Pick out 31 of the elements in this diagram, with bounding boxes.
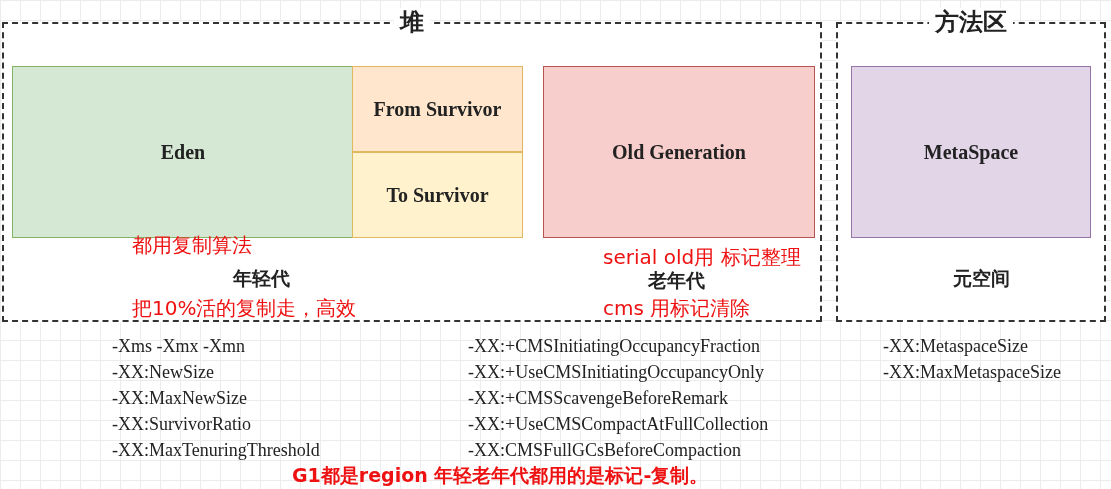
jvm-parameter: -XX:NewSize <box>112 362 214 383</box>
jvm-parameter: -XX:MaxMetaspaceSize <box>883 362 1061 383</box>
memory-area-box <box>543 66 815 238</box>
jvm-parameter: -XX:CMSFullGCsBeforeCompaction <box>468 440 741 461</box>
memory-area-box <box>352 152 523 238</box>
area-caption: 老年代 <box>648 268 705 293</box>
area-caption: 元空间 <box>953 266 1010 291</box>
region-title: 方法区 <box>929 8 1013 36</box>
area-name: To Survivor <box>386 183 489 207</box>
annotation: serial old用 标记整理 <box>603 244 801 271</box>
jvm-parameter: -XX:+CMSInitiatingOccupancyFraction <box>468 336 761 357</box>
memory-area-box <box>851 66 1091 238</box>
memory-area-box <box>352 66 523 152</box>
area-caption: 年轻代 <box>233 266 290 291</box>
annotation: cms 用标记清除 <box>603 295 751 322</box>
jvm-parameter: -XX:MetaspaceSize <box>883 336 1028 357</box>
jvm-parameter: -XX:MaxNewSize <box>112 388 247 409</box>
jvm-parameter: -XX:+CMSScavengeBeforeRemark <box>468 388 729 409</box>
jvm-parameter: -XX:SurvivorRatio <box>112 414 251 435</box>
jvm-parameter: -XX:+UseCMSCompactAtFullCollection <box>468 414 769 435</box>
jvm-parameter: -Xms -Xmx -Xmn <box>112 336 245 357</box>
area-name: Eden <box>160 140 206 164</box>
annotation: G1都是region 年轻老年代都用的是标记-复制。 <box>292 463 709 488</box>
annotation: 把10%活的复制走，高效 <box>132 295 357 322</box>
area-name: From Survivor <box>373 97 502 121</box>
jvm-parameter: -XX:MaxTenuringThreshold <box>112 440 320 461</box>
area-name: Old Generation <box>612 140 746 164</box>
annotation: 都用复制算法 <box>132 232 252 259</box>
area-name: MetaSpace <box>923 140 1019 164</box>
region-title: 堆 <box>394 8 430 36</box>
jvm-parameter: -XX:+UseCMSInitiatingOccupancyOnly <box>468 362 765 383</box>
